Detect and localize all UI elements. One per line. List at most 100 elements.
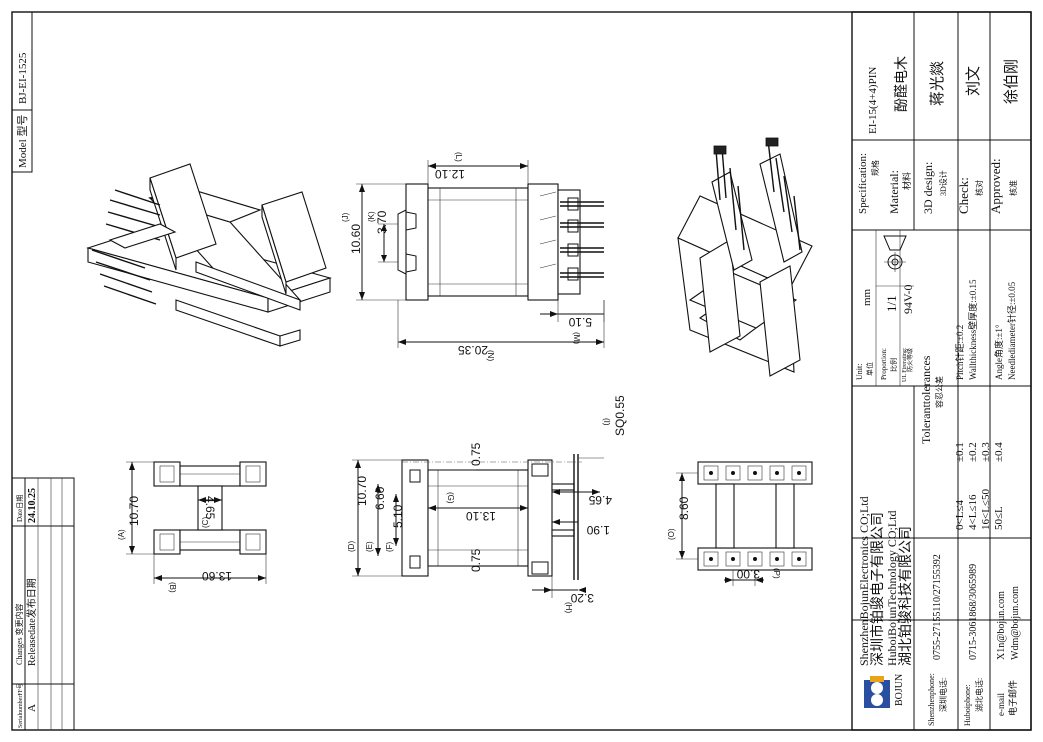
dim-H-value: 3.20 — [570, 591, 594, 605]
dim-L-letter: (L) — [454, 152, 463, 162]
email-2: Wdm@bojun.com — [1010, 586, 1021, 660]
fire-value: 94V-0 — [901, 284, 915, 314]
tol-value-3: ±0.4 — [993, 442, 1005, 462]
tol-value-2: ±0.3 — [980, 442, 992, 462]
dim-E-value: 6.60 — [373, 486, 387, 510]
dim-F-value: 5.10 — [391, 504, 405, 528]
fire-label: UL Firerating: — [902, 347, 908, 382]
model-label: Model 型号 — [15, 115, 29, 168]
isometric-view-right — [677, 137, 813, 377]
approved-label: Approved: — [988, 158, 1003, 214]
shenzhen-phone: 0755-27155110/27155392 — [932, 554, 943, 660]
dim-M-value: 5.10 — [568, 315, 592, 329]
tol-note-1: Wallthickness壁厚度:±0.15 — [967, 279, 978, 380]
dim-P-value: 3.00 — [736, 567, 760, 581]
spec-value: EI-15(4+4)PIN — [867, 67, 879, 134]
hubei-phone-label: Huboiphone: — [963, 684, 972, 726]
spec-label-cn: 规格 — [870, 160, 880, 176]
email-1: X1n@bojun.com — [996, 591, 1007, 660]
model-box: Model 型号 BJ-EI-1525 — [11, 11, 33, 173]
design-label: 3D design: — [921, 162, 935, 214]
bottom-view: 8.60 (O) 3.00 (P) — [667, 461, 813, 586]
tol-range-0: 0<L≤4 — [954, 500, 966, 530]
isometric-view-left — [86, 163, 332, 347]
dim-J-value: 10.60 — [349, 224, 363, 254]
revision-table: SerialnumberFF号 Changes 变更内容 Date日期 A Re… — [11, 477, 75, 731]
dim-I-value: SQ0.55 — [613, 395, 627, 436]
dim-N-value: 20.35 — [458, 343, 488, 357]
material-value: 酚醛电木 — [894, 56, 910, 112]
tol-range-3: 50≤L — [993, 506, 1005, 530]
dim-D-letter: (D) — [347, 541, 356, 552]
proportion-value: 1/1 — [884, 295, 899, 312]
tolerances-title: Toleranttolerances — [919, 355, 933, 444]
dim-J-letter: (J) — [341, 212, 350, 222]
dim-H-letter: (H) — [564, 602, 573, 613]
unit-label: Unit: — [855, 364, 864, 380]
side-view: 10.70 (A) 4.65 (C) 13.60 (B) — [117, 461, 267, 593]
dim-C-letter: (C) — [201, 517, 210, 528]
hubei-phone-label-cn: 湖北电话: — [974, 678, 984, 712]
check-label: Check: — [956, 177, 971, 214]
tol-note-0: Pitch针距:±0.2 — [954, 325, 965, 380]
dim-G-value: 13.10 — [466, 509, 496, 523]
designer-value: 蒋光燚 — [929, 61, 946, 106]
dim-B-value: 13.60 — [202, 569, 232, 583]
unit-value: mm — [861, 288, 873, 306]
fire-label-cn: 防火等级 — [906, 348, 914, 372]
dim-O-value: 8.60 — [677, 496, 691, 520]
dim-K-letter: (K) — [367, 211, 376, 222]
company-en-1: ShenzhenBojunElectronics CO;Ltd — [857, 496, 871, 666]
dim-pin-465: 4.65 — [588, 493, 612, 507]
design-label-cn: 3D设计 — [938, 170, 948, 196]
dim-C-value: 4.65 — [203, 496, 217, 520]
title-block: Specification: 规格 EI-15(4+4)PIN Material… — [851, 11, 1032, 731]
dim-G-letter: (G) — [446, 492, 455, 504]
top-view: 12.10 (L) 10.60 (J) 3.70 (K) 5.10 (M) 20… — [341, 152, 605, 361]
model-number: BJ-EI-1525 — [17, 52, 29, 104]
tolerances-title-cn: 容忍公差 — [934, 376, 944, 408]
rev-change-a: Releasedate发布日期 — [25, 578, 38, 666]
proportion-label-cn: 比例 — [889, 358, 898, 372]
tol-range-2: 16<L≤50 — [980, 489, 992, 530]
dim-N-letter: (N) — [486, 350, 495, 361]
material-label: Material: — [887, 170, 901, 214]
company-en-2: HuboiBojunTechnology CO;Ltd — [885, 511, 899, 666]
approved-label-cn: 核准 — [1008, 180, 1018, 196]
dim-pin-190: 1.90 — [586, 523, 610, 537]
tol-note-3: Needlediameter针径:±0.05 — [1006, 281, 1017, 380]
projection-symbol-icon — [883, 235, 907, 272]
dim-top-075: 0.75 — [469, 442, 483, 466]
dim-L-value: 12.10 — [435, 167, 465, 181]
tol-value-1: ±0.2 — [967, 442, 979, 462]
dim-F-letter: (F) — [385, 541, 394, 552]
dim-I-letter: (I) — [602, 418, 611, 426]
dim-P-letter: (P) — [772, 568, 781, 579]
shenzhen-phone-label: Shenzhenphone: — [927, 673, 936, 726]
dim-bot-075: 0.75 — [469, 548, 483, 572]
checker-value: 刘文 — [965, 66, 982, 96]
dim-M-letter: (M) — [572, 332, 581, 344]
rev-serial-a: A — [26, 704, 38, 712]
approver-value: 徐伯刚 — [1003, 59, 1020, 104]
rev-header-changes: Changes 变更内容 — [14, 603, 24, 665]
shenzhen-phone-label-cn: 深圳电话: — [938, 678, 948, 712]
dim-A-value: 10.70 — [127, 496, 141, 526]
dim-A-letter: (A) — [117, 529, 126, 540]
dim-K-value: 3.70 — [375, 210, 389, 234]
rev-header-serial: SerialnumberFF号 — [17, 683, 24, 728]
tol-note-2: Angle角度:±1° — [993, 324, 1004, 380]
company-cn-1: 深圳市铂骏电子有限公司 — [869, 512, 886, 666]
material-label-cn: 材料 — [901, 172, 912, 190]
email-label-cn: 电子邮件 — [1007, 680, 1018, 716]
tol-range-1: 4<L≤16 — [967, 494, 979, 530]
front-view: 10.70 (D) 6.60 (E) 5.10 (F) 13.10 (G) 0.… — [347, 395, 627, 613]
dim-D-value: 10.70 — [355, 476, 369, 506]
proportion-label: Proportion: — [880, 348, 888, 380]
bojun-logo-icon — [864, 676, 890, 708]
dim-B-letter: (B) — [168, 582, 177, 593]
tol-value-0: ±0.1 — [954, 442, 966, 462]
company-cn-2: 湖北铂骏科技有限公司 — [898, 526, 914, 666]
dim-E-letter: (E) — [365, 541, 374, 552]
